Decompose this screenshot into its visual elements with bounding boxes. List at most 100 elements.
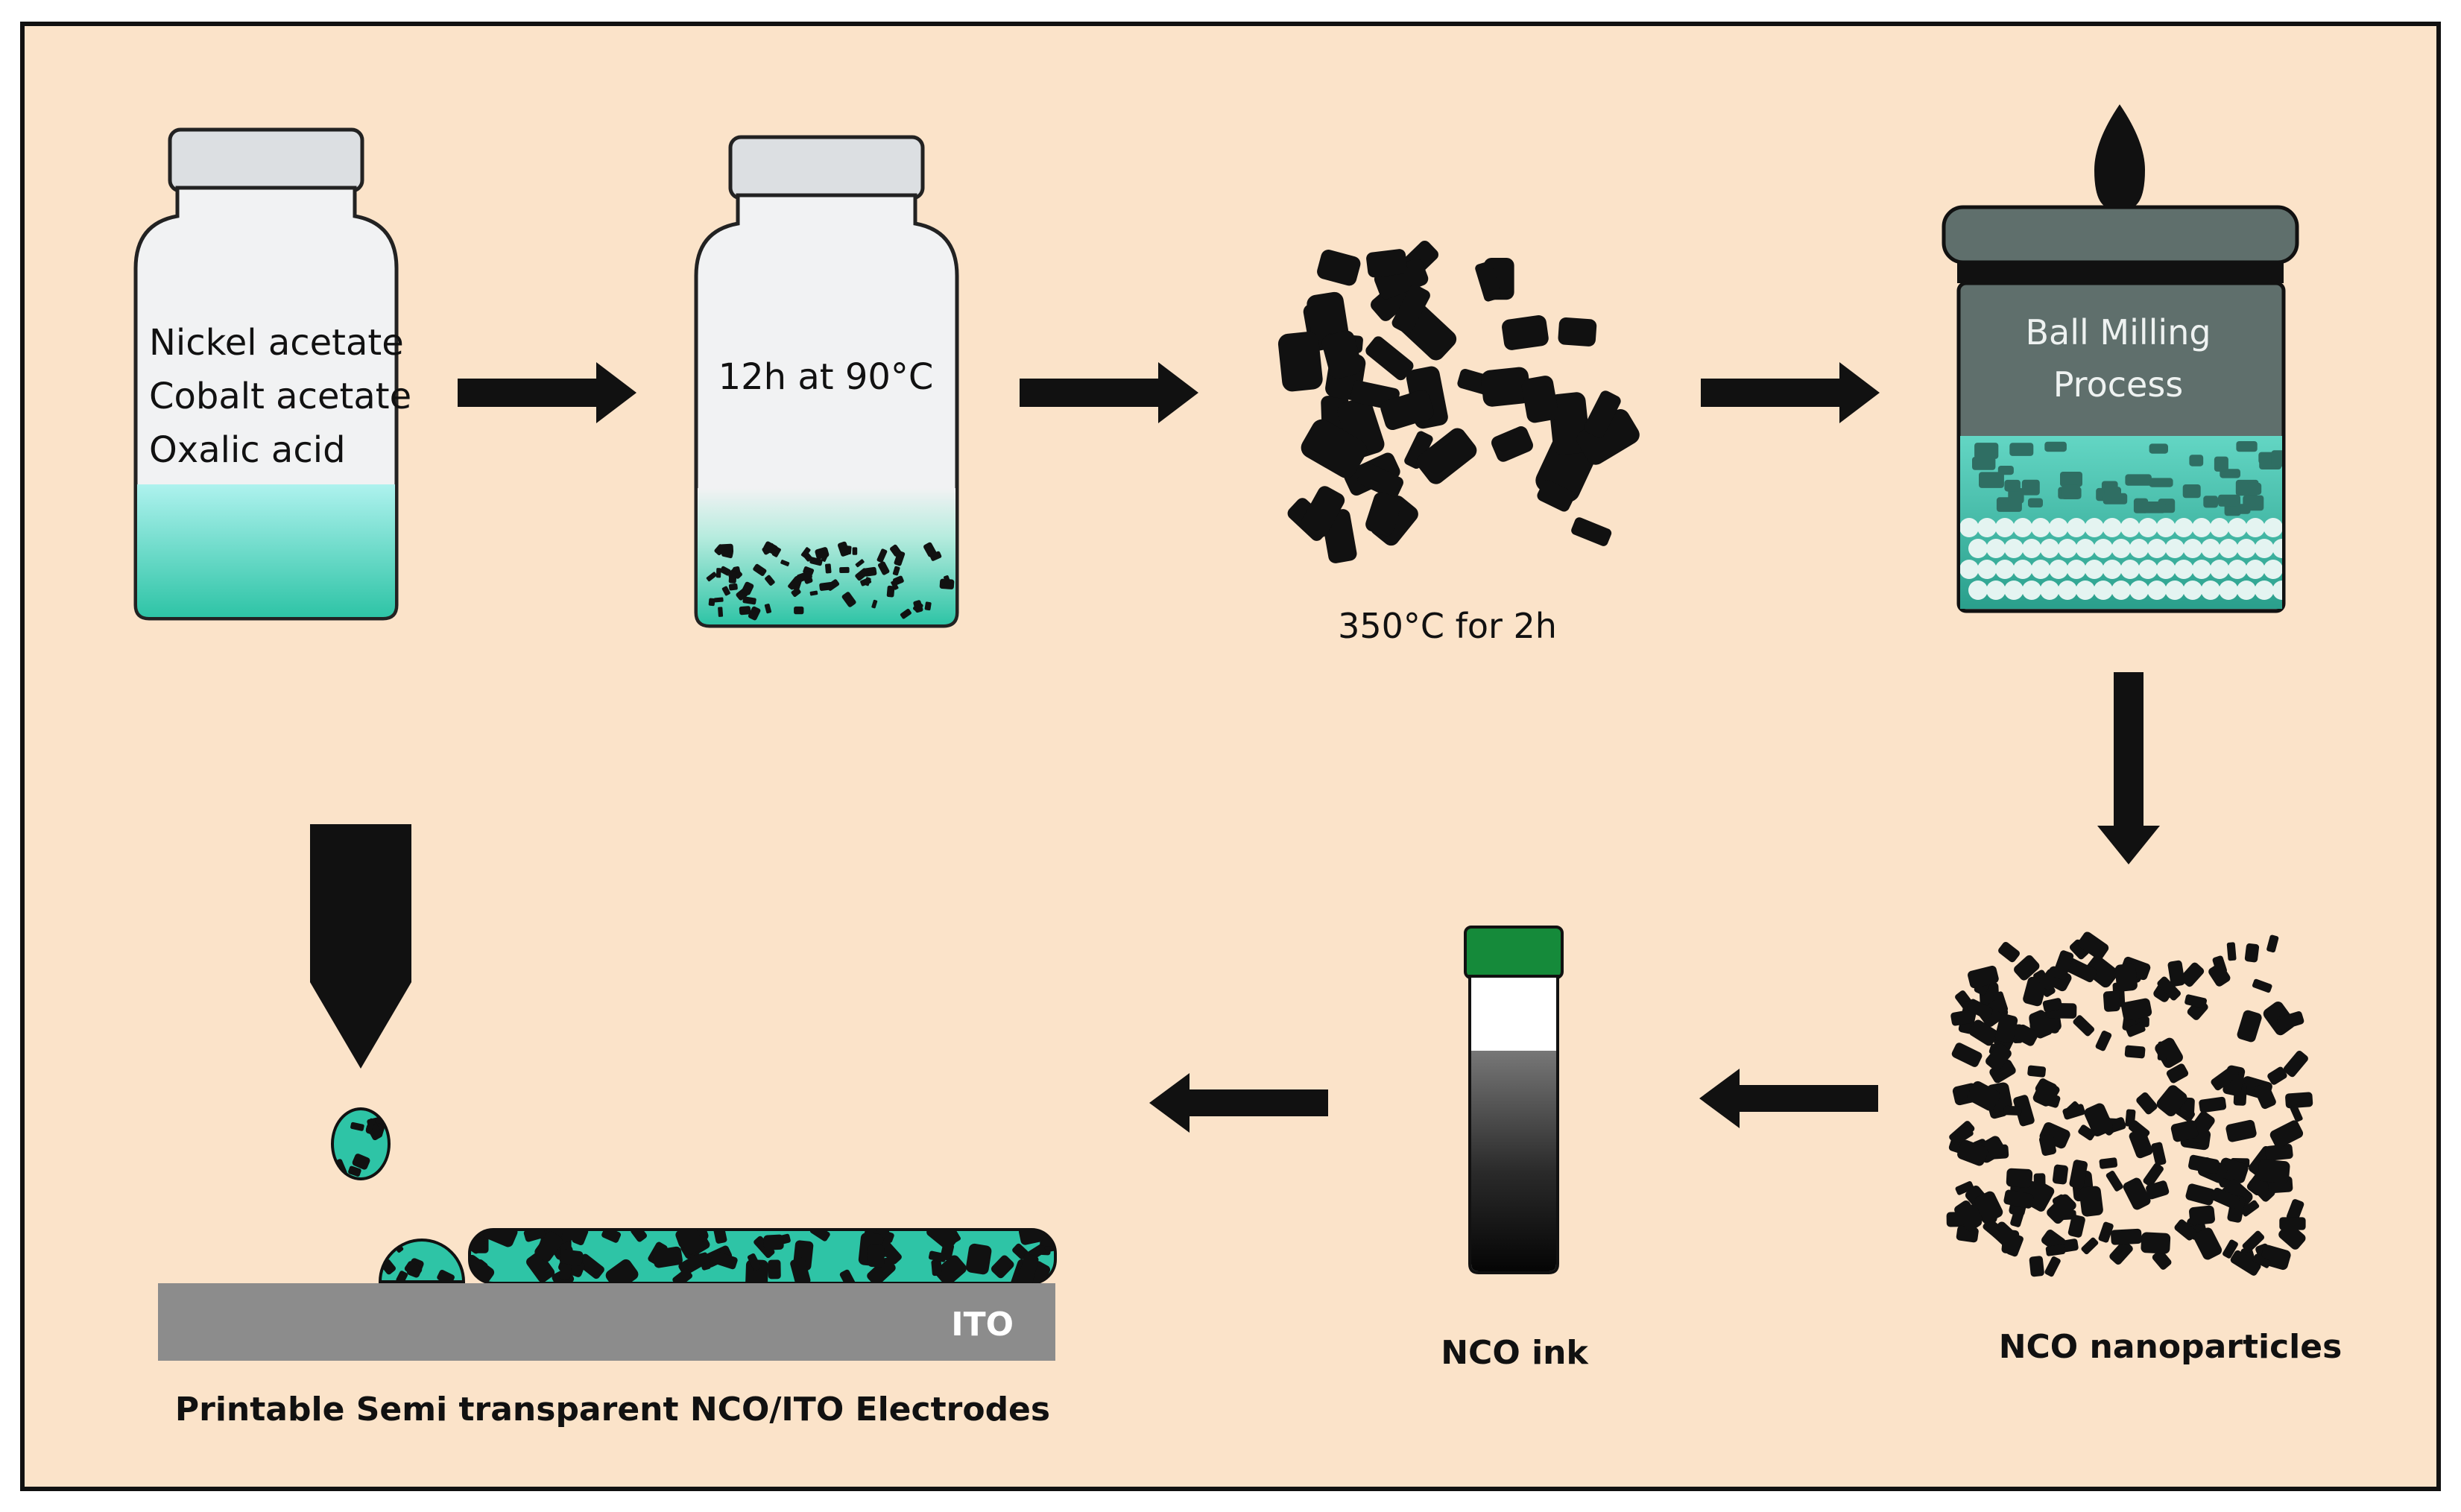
nanoparticle bbox=[2069, 939, 2090, 960]
droplet-particle bbox=[404, 1261, 423, 1278]
sediment-particle bbox=[892, 566, 900, 576]
nanoparticle bbox=[2124, 1045, 2146, 1059]
nanoparticle bbox=[2069, 1160, 2088, 1189]
milling-ball bbox=[2022, 581, 2041, 600]
sediment-particle bbox=[809, 590, 818, 596]
milling-ball bbox=[2156, 518, 2176, 537]
sediment-particle bbox=[939, 578, 955, 589]
nanoparticle bbox=[2267, 1066, 2287, 1085]
nanoparticle bbox=[2029, 1256, 2044, 1277]
nanoparticle bbox=[2152, 1250, 2172, 1270]
nanoparticle bbox=[2085, 955, 2118, 988]
film-particle bbox=[577, 1253, 604, 1279]
milling-ball bbox=[2031, 518, 2050, 537]
calcined-particle bbox=[1366, 249, 1408, 278]
ito-label: ITO bbox=[951, 1306, 1014, 1344]
film-particle bbox=[747, 1253, 762, 1271]
milled-particle bbox=[2246, 482, 2262, 496]
sediment-particle bbox=[780, 560, 790, 566]
calcined-particle bbox=[1365, 336, 1414, 381]
milling-ball bbox=[2076, 581, 2095, 600]
droplet-particle bbox=[352, 1154, 370, 1170]
milled-particle bbox=[2182, 484, 2201, 499]
sediment-particle bbox=[763, 541, 778, 554]
milling-ball bbox=[2094, 539, 2113, 558]
milling-ball bbox=[2129, 581, 2149, 600]
calcined-particle bbox=[1374, 259, 1429, 300]
milling-ball bbox=[2040, 581, 2059, 600]
nanoparticle bbox=[2249, 1174, 2275, 1202]
ink-tube bbox=[1464, 926, 1564, 1274]
nanoparticle bbox=[2014, 955, 2040, 981]
sediment-particle bbox=[721, 549, 733, 559]
calcination-label: 350°C for 2h bbox=[1338, 606, 1557, 646]
sediment-particle bbox=[728, 571, 737, 583]
nanoparticle bbox=[2105, 1170, 2123, 1192]
milling-ball bbox=[2246, 560, 2265, 579]
calcined-particle bbox=[1301, 486, 1345, 537]
nanoparticle bbox=[2044, 1256, 2061, 1277]
milling-ball bbox=[1995, 560, 2015, 579]
milling-ball bbox=[2049, 518, 2068, 537]
milled-particle bbox=[2008, 488, 2024, 504]
film-particle bbox=[809, 1230, 830, 1241]
nanoparticle bbox=[2211, 1066, 2239, 1091]
nanoparticle bbox=[1968, 965, 1999, 989]
milling-ball bbox=[2228, 518, 2247, 537]
milling-ball bbox=[2263, 518, 2282, 537]
nanoparticle bbox=[2003, 1189, 2034, 1209]
sediment-particle bbox=[864, 577, 871, 586]
nanoparticle bbox=[2174, 1219, 2197, 1241]
heated-vial: 12h at 90°C bbox=[694, 135, 959, 628]
nanoparticle bbox=[1957, 1139, 1988, 1166]
nanoparticle bbox=[1954, 1126, 1974, 1143]
calcined-particle bbox=[1475, 261, 1501, 302]
film-particle bbox=[677, 1230, 704, 1255]
milled-particle bbox=[2125, 474, 2152, 486]
film-particle bbox=[559, 1249, 584, 1266]
sediment-particle bbox=[912, 601, 923, 613]
sediment-particle bbox=[706, 572, 717, 582]
mill-contents bbox=[1960, 436, 2282, 609]
nanoparticle bbox=[2199, 1096, 2227, 1113]
vial-cap bbox=[728, 135, 925, 200]
milled-particle bbox=[2021, 479, 2040, 496]
milling-ball bbox=[2147, 581, 2167, 600]
nanoparticle bbox=[2167, 960, 2185, 987]
droplet-particle bbox=[365, 1118, 376, 1132]
calcined-particle bbox=[1584, 390, 1621, 438]
milled-particle bbox=[2149, 478, 2173, 487]
milling-ball bbox=[2237, 581, 2256, 600]
electrode-label: Printable Semi transparent NCO/ITO Elect… bbox=[175, 1391, 1050, 1429]
sediment-particle bbox=[791, 587, 801, 598]
sediment-particle bbox=[771, 546, 781, 557]
film-particle bbox=[605, 1259, 639, 1283]
sediment-particle bbox=[742, 581, 754, 595]
nanoparticle bbox=[2143, 1163, 2164, 1187]
calcined-particle bbox=[1317, 250, 1361, 286]
nanoparticle bbox=[2028, 1182, 2055, 1212]
mill-seal bbox=[1957, 261, 2284, 283]
film-particle bbox=[534, 1231, 563, 1262]
nanoparticle bbox=[2258, 1159, 2290, 1183]
milled-particle bbox=[2218, 494, 2240, 507]
milling-ball bbox=[2272, 581, 2282, 600]
nanoparticle bbox=[2053, 950, 2074, 981]
sediment-particle bbox=[929, 551, 942, 561]
film-particle bbox=[928, 1250, 947, 1262]
nanoparticle bbox=[2226, 942, 2237, 961]
milled-particle bbox=[2060, 472, 2082, 487]
nanoparticle bbox=[2103, 990, 2120, 1012]
ball-mill-line-1: Ball Milling bbox=[2025, 312, 2211, 352]
milling-ball bbox=[2272, 539, 2282, 558]
film-particle bbox=[523, 1230, 546, 1242]
milling-ball bbox=[1968, 581, 1988, 600]
milling-ball bbox=[1960, 518, 1979, 537]
sediment-particle bbox=[765, 575, 775, 586]
milling-ball bbox=[2058, 539, 2077, 558]
film-particle bbox=[572, 1230, 589, 1246]
nanoparticle bbox=[2013, 1095, 2035, 1127]
milled-particle bbox=[2243, 495, 2264, 511]
sediment-particle bbox=[728, 583, 738, 591]
